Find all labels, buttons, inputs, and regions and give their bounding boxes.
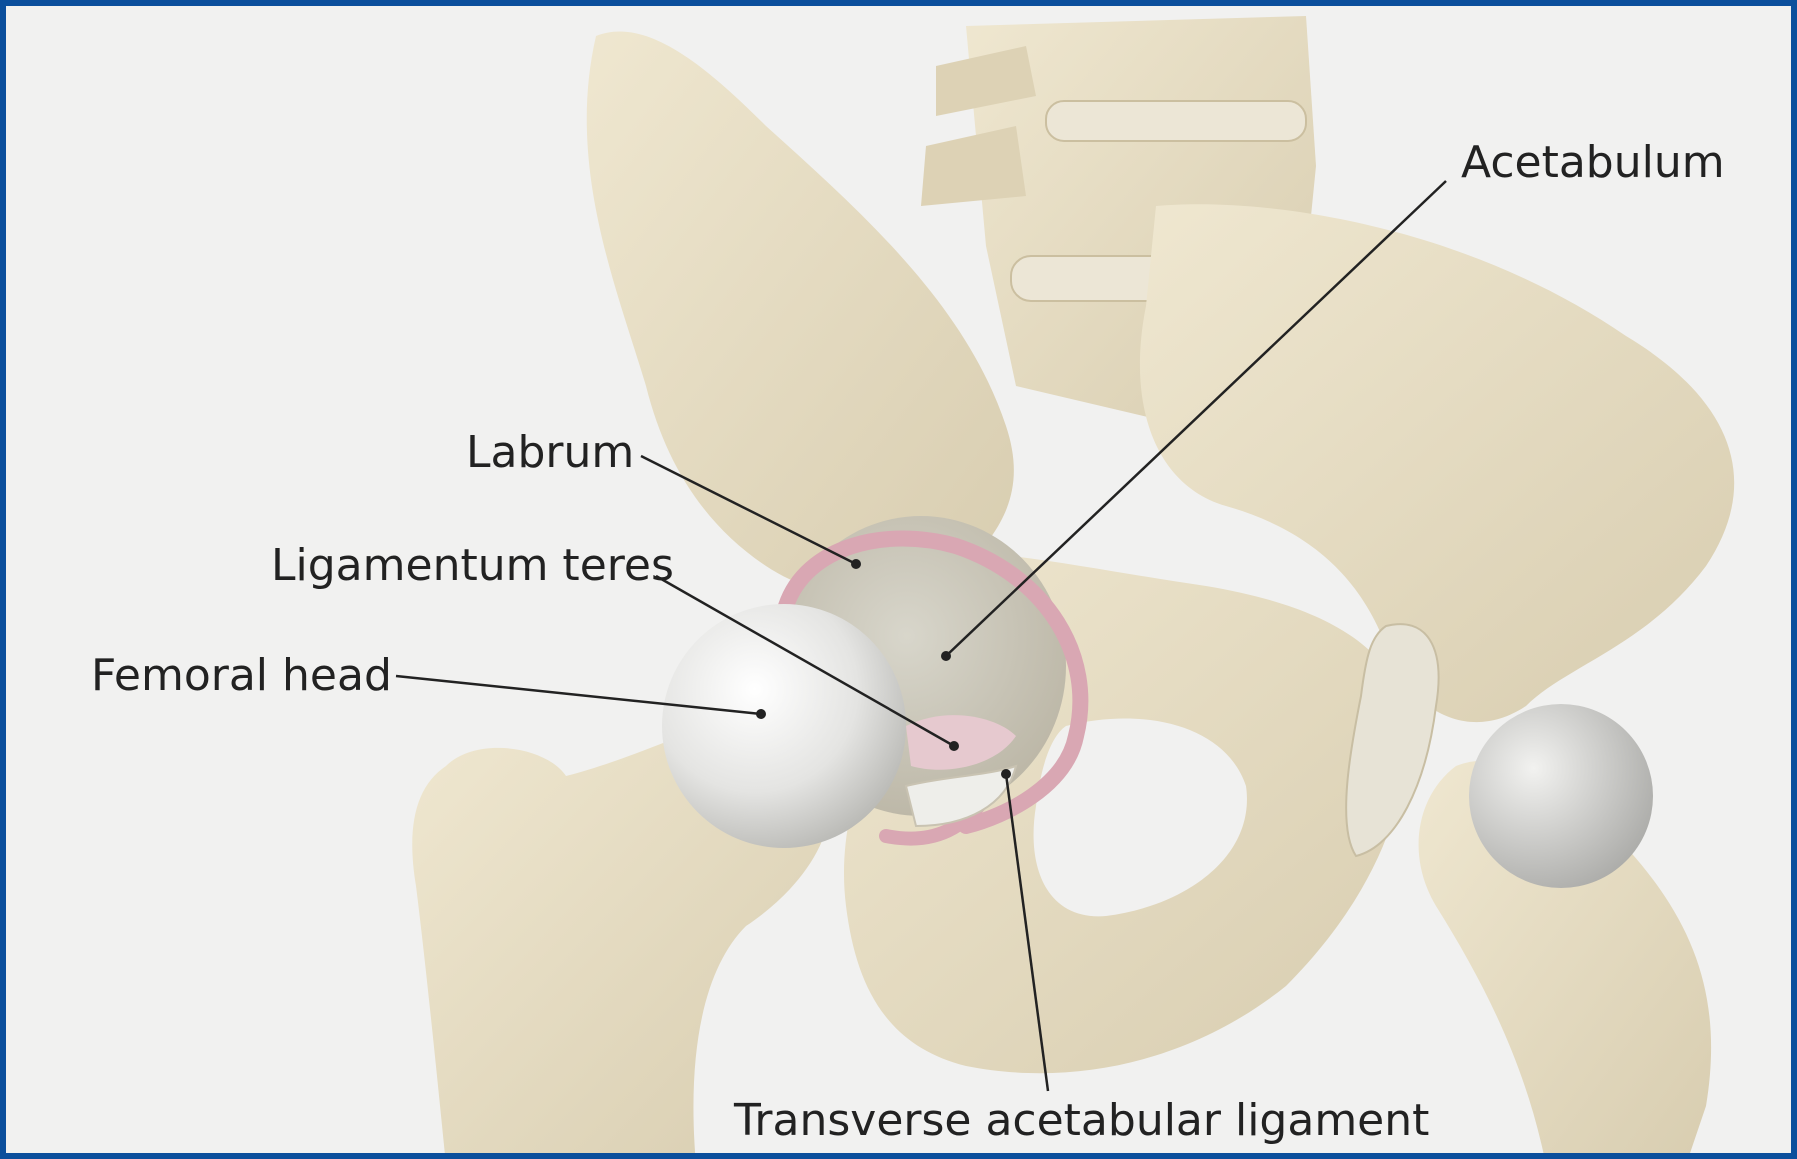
- transverse-ligament-dot: [1001, 769, 1011, 779]
- femoral-head-ball: [662, 604, 906, 848]
- label-labrum: Labrum: [466, 431, 634, 475]
- label-transverse-acetabular-ligament: Transverse acetabular ligament: [734, 1099, 1429, 1143]
- ilium: [587, 32, 1014, 596]
- label-acetabulum: Acetabulum: [1461, 141, 1725, 185]
- label-ligamentum-teres: Ligamentum teres: [271, 544, 674, 588]
- femoral-head-dot: [756, 709, 766, 719]
- labrum-dot: [851, 559, 861, 569]
- ligamentum-teres-dot: [949, 741, 959, 751]
- right-femoral-head: [1469, 704, 1653, 888]
- label-femoral-head: Femoral head: [91, 654, 392, 698]
- acetabulum-dot: [941, 651, 951, 661]
